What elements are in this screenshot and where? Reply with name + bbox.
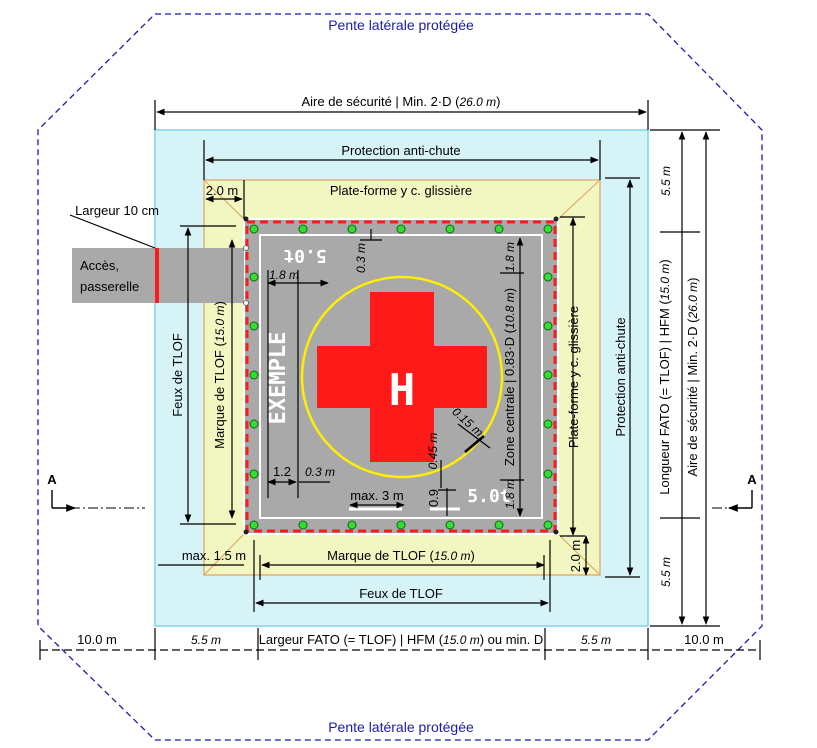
touchdown-circle [300, 275, 504, 479]
largeur-fato-label: Largeur FATO (= TLOF) | HFM (15.0 m) ou … [259, 632, 544, 647]
dim-2-0-right: 2.0 m [568, 540, 583, 573]
dim-10-left: 10.0 m [77, 632, 117, 647]
dim-0-9: 0.9 [426, 489, 441, 507]
max-3m-label: max. 3 m [350, 488, 403, 503]
dim-1-8-b: 1.8 m [503, 242, 517, 272]
section-a-left [51, 490, 145, 512]
dim-10-right: 10.0 m [684, 632, 724, 647]
dim-0-45: 0.45 m [426, 433, 440, 470]
dim-0-3-b: 0.3 m [305, 465, 335, 479]
platform-label-right: Plate-forme y c. glissière [566, 306, 581, 448]
feux-left-label: Feux de TLOF [170, 333, 185, 417]
pente-label-top: Pente latérale protégée [328, 17, 474, 33]
helipad-letter: H [389, 365, 416, 416]
dim-0-3-top: 0.3 m [354, 243, 368, 273]
marque-left-label: Marque de TLOF (15.0 m) [212, 301, 227, 449]
mass-marking-top: 5.0t [283, 245, 326, 266]
section-a-right [712, 490, 753, 512]
protection-label-right: Protection anti-chute [613, 317, 628, 436]
marque-bottom-label: Marque de TLOF (15.0 m) [327, 548, 475, 563]
dim-1-8-a: 1.8 m [269, 268, 299, 282]
platform-label-top: Plate-forme y c. glissière [330, 183, 472, 198]
zone-centrale-label: Zone centrale | 0.83·D (10.8 m) [502, 288, 517, 466]
section-a-right-label: A [747, 472, 757, 487]
protected-slope-boundary [37, 13, 763, 741]
dim-5-5-left: 5.5 m [191, 633, 221, 647]
aire-securite-right: Aire de sécurité | Min. 2·D (26.0 m) [685, 277, 700, 476]
mass-marking-bottom: 5.0t [467, 486, 510, 507]
tlof-lights [249, 224, 553, 530]
section-a-left-label: A [47, 472, 57, 487]
dim-1-2: 1.2 [273, 464, 291, 479]
acces-label-1: Accès, [80, 258, 119, 273]
dim-1-8-c: 1.8 m [503, 479, 517, 509]
dim-5-5-right-top: 5.5 m [659, 166, 673, 196]
protection-label-top: Protection anti-chute [341, 143, 460, 158]
feux-bottom-label: Feux de TLOF [359, 586, 443, 601]
acces-label-2: passerelle [80, 279, 139, 294]
dim-5-5-right: 5.5 m [581, 633, 611, 647]
exemple-marking: EXEMPLE [266, 332, 291, 425]
largeur-10cm-label: Largeur 10 cm [75, 203, 159, 218]
aire-securite-top: Aire de sécurité | Min. 2·D (26.0 m) [301, 94, 500, 109]
dim-5-5-right-bottom: 5.5 m [659, 557, 673, 587]
longueur-fato-label: Longueur FATO (= TLOF) | HFM (15.0 m) [657, 259, 672, 495]
tlof-perimeter-marking [245, 220, 557, 533]
red-cross [317, 292, 487, 462]
max-1-5m-label: max. 1.5 m [182, 548, 246, 563]
dim-2m-top: 2.0 m [206, 183, 239, 198]
pente-label-bottom: Pente latérale protégée [328, 719, 474, 735]
